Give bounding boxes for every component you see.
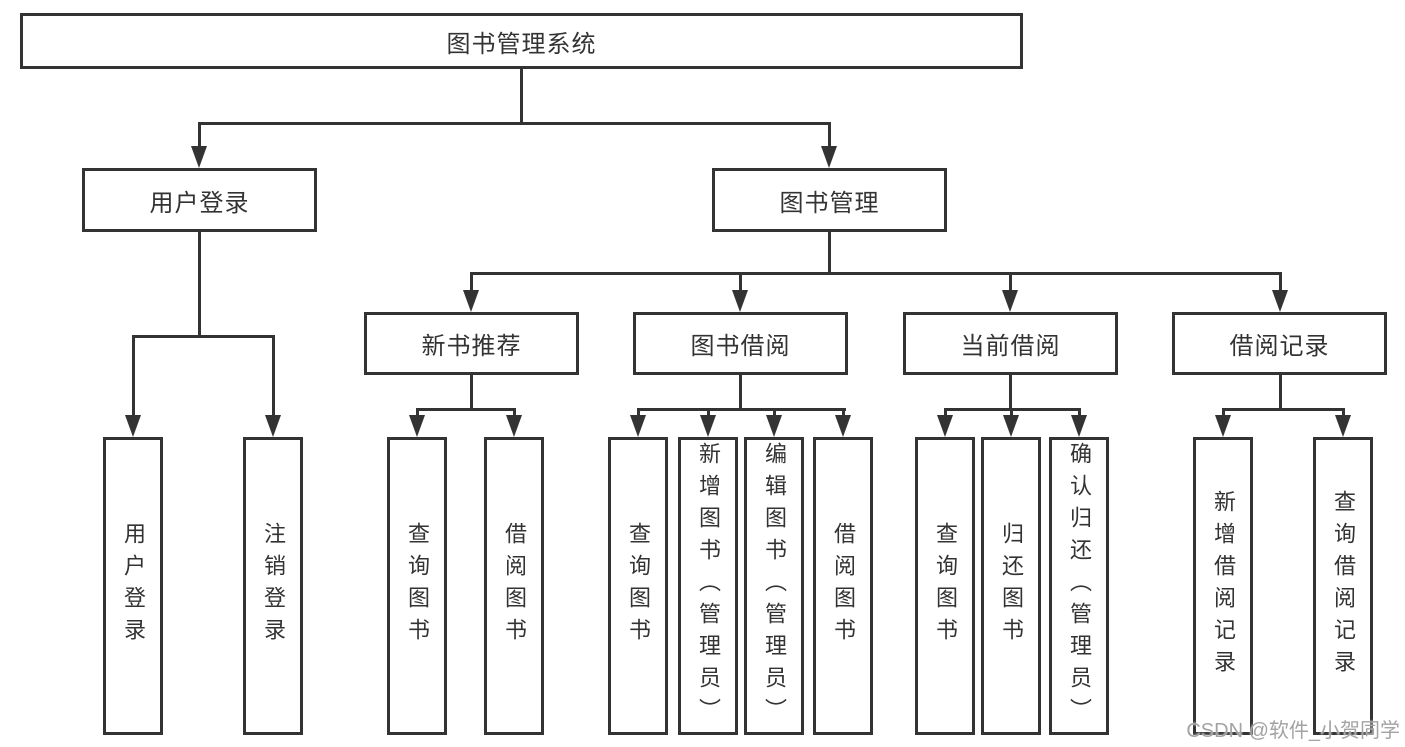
arrowhead-query-borrow-record xyxy=(1335,415,1351,437)
arrowhead-return-books xyxy=(1003,415,1019,437)
arrowhead-logout xyxy=(265,415,281,437)
connector-drop-borrow-books-recommend xyxy=(513,408,516,420)
arrowhead-user-login xyxy=(191,146,207,168)
connector-level2-rail xyxy=(198,122,831,125)
node-add-books-admin: 新增图书（管理员） xyxy=(678,437,738,735)
node-current-borrowing: 当前借阅 xyxy=(903,312,1118,375)
connector-records-group-rail xyxy=(1222,408,1345,411)
node-add-borrow-record: 新增借阅记录 xyxy=(1193,437,1253,735)
connector-drop-return-books xyxy=(1010,408,1013,420)
connector-drop-current-borrowing xyxy=(1009,272,1012,294)
arrowhead-book-management xyxy=(821,146,837,168)
arrowhead-query-books-recommend xyxy=(409,415,425,437)
node-return-books: 归还图书 xyxy=(981,437,1041,735)
node-confirm-return-admin: 确认归还（管理员） xyxy=(1049,437,1109,735)
connector-drop-confirm-return-admin xyxy=(1078,408,1081,420)
node-borrow-books-borrowing: 借阅图书 xyxy=(813,437,873,735)
node-user-login: 用户登录 xyxy=(82,168,317,232)
connector-root-stem xyxy=(520,69,523,123)
node-book-management: 图书管理 xyxy=(712,168,947,232)
connector-new-book-stem xyxy=(470,375,473,410)
connector-drop-query-books-recommend xyxy=(416,408,419,420)
watermark: CSDN @软件_小贺同学 xyxy=(1186,720,1400,742)
connector-drop-query-borrow-record xyxy=(1342,408,1345,420)
connector-drop-borrowing-records xyxy=(1279,272,1282,294)
arrowhead-current-borrowing xyxy=(1002,290,1018,312)
arrowhead-query-books-borrowing xyxy=(630,415,646,437)
connector-recommend-group-rail xyxy=(416,408,516,411)
node-query-borrow-record: 查询借阅记录 xyxy=(1313,437,1373,735)
node-new-book-recommendation: 新书推荐 xyxy=(364,312,579,375)
arrowhead-confirm-return-admin xyxy=(1071,415,1087,437)
connector-borrowing-group-rail xyxy=(637,408,846,411)
arrowhead-query-books-current xyxy=(937,415,953,437)
node-borrow-books-recommend: 借阅图书 xyxy=(484,437,544,735)
connector-drop-add-books-admin xyxy=(707,408,710,420)
arrowhead-borrow-books-recommend xyxy=(506,415,522,437)
connector-drop-query-books-borrowing xyxy=(637,408,640,420)
connector-drop-new-book-recommendation xyxy=(470,272,473,294)
arrowhead-add-borrow-record xyxy=(1215,415,1231,437)
arrowhead-borrowing-records xyxy=(1272,290,1288,312)
connector-user-login-stem xyxy=(198,232,201,338)
connector-drop-user-login-action xyxy=(132,335,135,419)
node-edit-books-admin: 编辑图书（管理员） xyxy=(744,437,804,735)
connector-drop-book-borrowing xyxy=(739,272,742,294)
node-library-management-system: 图书管理系统 xyxy=(20,13,1023,69)
connector-drop-borrow-books-borrowing xyxy=(842,408,845,420)
arrowhead-book-borrowing xyxy=(732,290,748,312)
node-query-books-recommend: 查询图书 xyxy=(387,437,447,735)
arrowhead-borrow-books-borrowing xyxy=(835,415,851,437)
node-query-books-borrowing: 查询图书 xyxy=(608,437,668,735)
arrowhead-edit-books-admin xyxy=(766,415,782,437)
node-logout: 注销登录 xyxy=(243,437,303,735)
connector-borrowing-records-stem xyxy=(1279,375,1282,410)
connector-level3-rail xyxy=(470,272,1282,275)
arrowhead-add-books-admin xyxy=(700,415,716,437)
connector-drop-logout xyxy=(272,335,275,419)
connector-drop-book-management xyxy=(828,122,831,152)
connector-drop-user-login xyxy=(198,122,201,152)
connector-book-management-stem xyxy=(828,232,831,274)
arrowhead-user-login-action xyxy=(125,415,141,437)
connector-drop-edit-books-admin xyxy=(773,408,776,420)
connector-book-borrowing-stem xyxy=(739,375,742,410)
node-borrowing-records: 借阅记录 xyxy=(1172,312,1387,375)
connector-user-group-rail xyxy=(132,335,275,338)
connector-drop-query-books-current xyxy=(944,408,947,420)
node-user-login-action: 用户登录 xyxy=(103,437,163,735)
connector-current-borrowing-stem xyxy=(1009,375,1012,410)
connector-drop-add-borrow-record xyxy=(1222,408,1225,420)
arrowhead-new-book-recommendation xyxy=(463,290,479,312)
node-query-books-current: 查询图书 xyxy=(915,437,975,735)
node-book-borrowing: 图书借阅 xyxy=(633,312,848,375)
